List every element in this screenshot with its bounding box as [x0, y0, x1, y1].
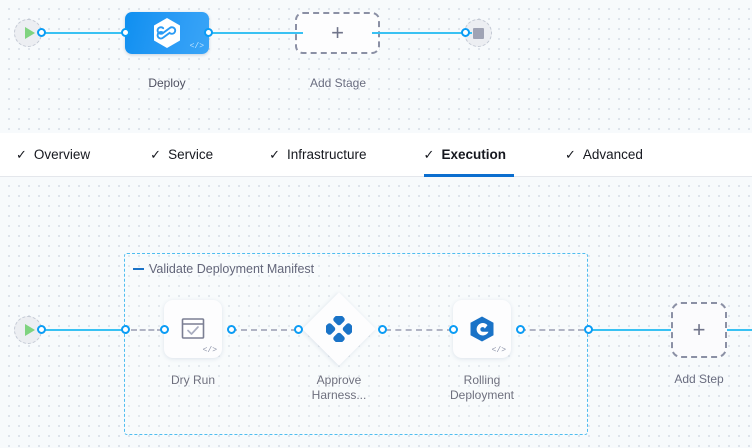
dry-run-out-port[interactable]	[227, 325, 236, 334]
stop-icon	[472, 27, 484, 39]
tab-execution[interactable]: ✓ Execution	[423, 133, 515, 177]
check-icon: ✓	[269, 147, 280, 162]
stage-deploy-out-port[interactable]	[204, 28, 213, 37]
connector-start-to-deploy	[38, 32, 130, 34]
harness-hexagon-icon	[154, 18, 180, 48]
approve-out-port[interactable]	[378, 325, 387, 334]
rolling-in-port[interactable]	[449, 325, 458, 334]
stage-label-deploy: Deploy	[148, 76, 186, 90]
step-group-header[interactable]: Validate Deployment Manifest	[133, 262, 314, 276]
stage-end-port[interactable]	[461, 28, 470, 37]
connector-rolling-to-group-exit	[520, 329, 584, 331]
step-code-glyph[interactable]: </>	[491, 346, 506, 355]
tab-infrastructure-label: Infrastructure	[287, 147, 367, 162]
connector-addstage-to-end	[372, 32, 472, 34]
stage-code-glyph[interactable]: </>	[189, 42, 204, 51]
rolling-out-port[interactable]	[516, 325, 525, 334]
step-node-dry-run[interactable]: </>	[164, 300, 222, 358]
step-node-rolling-deployment[interactable]: </>	[453, 300, 511, 358]
approve-icon-wrap[interactable]	[326, 316, 352, 342]
add-stage-label: Add Stage	[309, 76, 367, 90]
connector-start-to-group	[38, 329, 127, 331]
connector-addstep-to-right	[727, 329, 752, 331]
check-icon: ✓	[150, 147, 162, 162]
stage-node-deploy[interactable]: </>	[125, 12, 209, 54]
add-step-button[interactable]: +	[671, 302, 727, 358]
tab-infrastructure[interactable]: ✓ Infrastructure	[269, 133, 366, 176]
execution-start-port[interactable]	[37, 325, 46, 334]
stage-deploy-in-port[interactable]	[121, 28, 130, 37]
approve-in-port[interactable]	[294, 325, 303, 334]
harness-approval-clover-icon	[326, 316, 352, 342]
play-icon	[24, 27, 35, 39]
execution-canvas[interactable]	[0, 177, 752, 448]
collapse-dash-icon[interactable]	[133, 268, 144, 270]
play-icon	[24, 324, 35, 336]
tab-overview[interactable]: ✓ Overview	[16, 133, 90, 176]
connector-group-to-addstep	[588, 329, 673, 331]
add-stage-button[interactable]: +	[295, 12, 380, 54]
tab-advanced[interactable]: ✓ Advanced	[565, 133, 643, 176]
tab-overview-label: Overview	[33, 147, 91, 162]
stage-config-tabbar[interactable]: ✓ Overview ✓ Service ✓ Infrastructure ✓ …	[0, 133, 752, 177]
check-icon: ✓	[564, 147, 576, 162]
tab-advanced-label: Advanced	[582, 147, 643, 162]
step-label-approve-harness: Approve Harness...	[311, 373, 367, 402]
connector-approve-to-rolling	[385, 329, 453, 331]
plus-icon: +	[331, 20, 344, 45]
connector-dryrun-to-approve	[231, 329, 297, 331]
add-step-label: Add Step	[674, 372, 724, 386]
checkbox-task-icon	[181, 318, 205, 339]
rolling-deployment-icon	[470, 316, 494, 342]
stage-start-port[interactable]	[37, 28, 46, 37]
step-label-rolling-deployment: Rolling Deployment	[449, 373, 515, 402]
connector-group-entry-to-dryrun	[131, 329, 163, 331]
check-icon: ✓	[423, 147, 435, 162]
tab-execution-label: Execution	[441, 147, 506, 162]
dry-run-in-port[interactable]	[160, 325, 169, 334]
group-entry-port[interactable]	[121, 325, 130, 334]
tab-service[interactable]: ✓ Service	[150, 133, 213, 176]
group-exit-port[interactable]	[584, 325, 593, 334]
step-code-glyph[interactable]: </>	[202, 346, 217, 355]
step-label-dry-run: Dry Run	[170, 373, 215, 387]
plus-icon: +	[692, 317, 706, 342]
stage-canvas[interactable]: </> Deploy + Add Stage	[0, 0, 752, 133]
check-icon: ✓	[16, 147, 27, 162]
connector-deploy-to-addstage	[205, 32, 303, 34]
tab-service-label: Service	[168, 147, 214, 162]
step-group-title: Validate Deployment Manifest	[149, 262, 315, 276]
